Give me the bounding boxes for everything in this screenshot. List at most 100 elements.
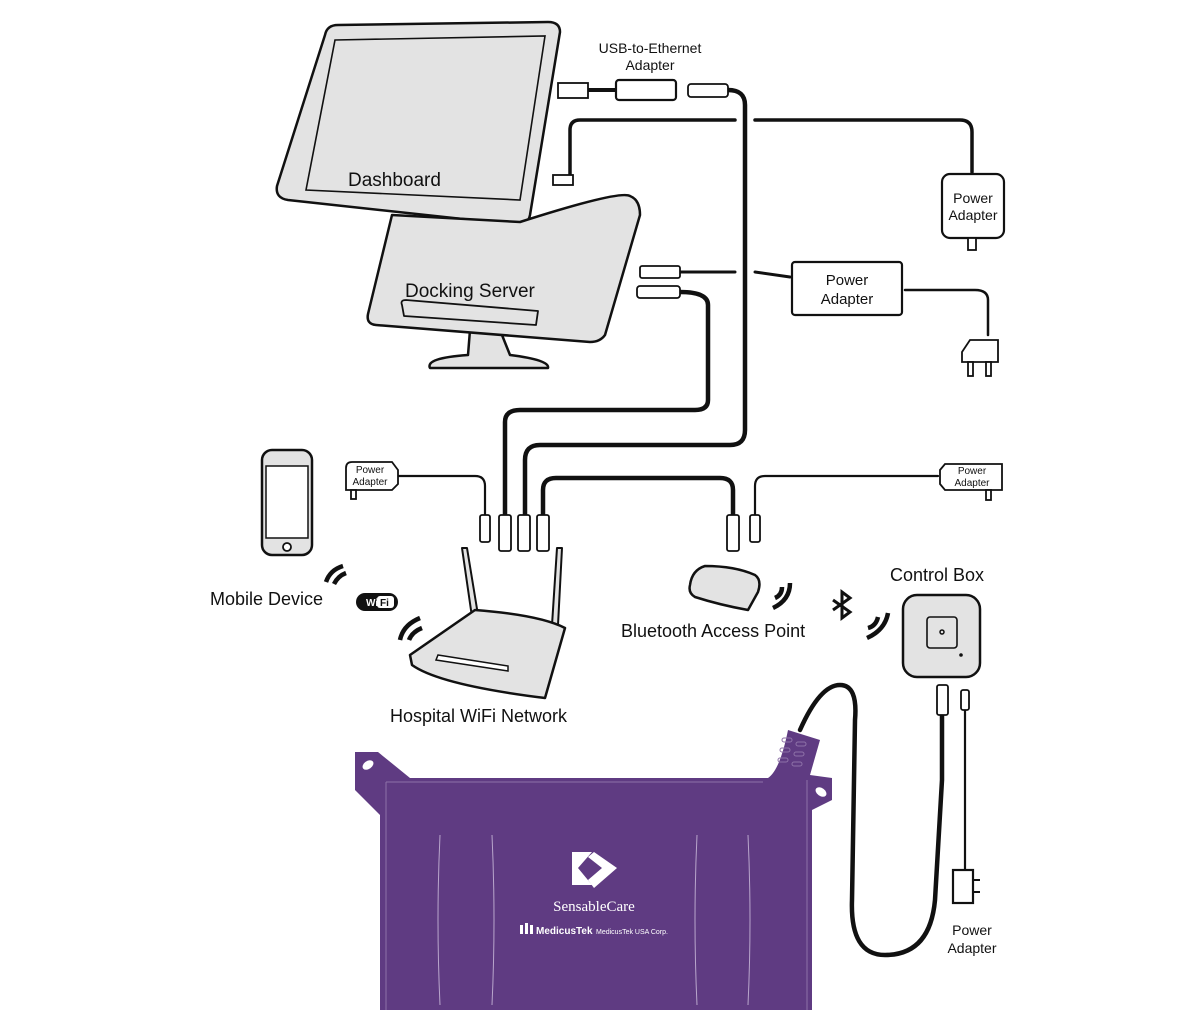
- router-rj45-plug-3-icon: [536, 514, 550, 552]
- docking-server-stand: [428, 328, 550, 370]
- router-front-lights: [434, 654, 509, 672]
- control-box-body: [901, 593, 982, 679]
- power-adapter-dashboard[interactable]: Power Adapter: [940, 172, 1006, 251]
- smartphone-screen: [265, 465, 309, 539]
- mobile-device[interactable]: Mobile Device: [210, 448, 323, 609]
- power-adapter-router[interactable]: Power Adapter: [345, 461, 399, 500]
- power-adapter-server-label-line1: Power: [826, 272, 869, 289]
- bluetooth-ap-label: Bluetooth Access Point: [621, 621, 805, 641]
- power-adapter-router-box: [345, 461, 399, 491]
- power-adapter-bluetooth-label-line2: Adapter: [954, 478, 990, 489]
- sensablecare-brand: SensableCare: [553, 899, 635, 915]
- bluetooth-icon: [832, 589, 853, 621]
- power-adapter-dashboard-label-line2: Adapter: [948, 207, 997, 223]
- control-box-power-plug-icon: [960, 689, 970, 711]
- cable-server-power: [678, 270, 792, 279]
- cable-sensor-to-control-box: [797, 682, 945, 958]
- cable-dashboard-power: [568, 118, 974, 177]
- bluetooth-ap-power-plug-icon: [749, 514, 761, 543]
- power-adapter-server-label-line2: Adapter: [821, 291, 874, 308]
- power-adapter-control-box-body: [951, 868, 975, 905]
- docking-server[interactable]: Docking Server: [366, 193, 642, 370]
- control-box-button: [926, 616, 958, 649]
- wifi-logo-icon: Wi Fi: [356, 593, 398, 611]
- power-adapter-bluetooth[interactable]: Power Adapter: [939, 463, 1003, 501]
- power-adapter-bluetooth-label-line1: Power: [958, 466, 987, 477]
- power-adapter-control-box-label-line1: Power: [952, 922, 992, 938]
- mount-hole-right: [815, 787, 827, 797]
- smartphone-home-button: [282, 542, 292, 552]
- router-rj45-plug-2-icon: [517, 514, 531, 552]
- router-power-plug-icon: [479, 514, 491, 543]
- usb-plug-icon: [557, 82, 589, 99]
- control-box-indicator: [939, 629, 945, 635]
- bluetooth-signal-left-icon: [771, 582, 793, 611]
- router-label: Hospital WiFi Network: [390, 706, 568, 726]
- dashboard-power-jack-icon: [552, 174, 574, 186]
- bluetooth-ap-rj45-plug-icon: [726, 514, 740, 552]
- router-rj45-plug-1-icon: [498, 514, 512, 552]
- power-adapter-control-box-label-line2: Adapter: [947, 940, 996, 956]
- mount-hole-left: [362, 760, 374, 770]
- dashboard-monitor-body: [275, 20, 562, 227]
- brand-name: Sensable: [553, 899, 607, 915]
- power-adapter-bluetooth-box: [939, 463, 1003, 491]
- usb-adapter-label-line1: USB-to-Ethernet: [599, 40, 702, 56]
- power-adapter-router-prong-icon: [350, 489, 357, 500]
- power-adapter-router-label-line1: Power: [356, 465, 385, 476]
- sensor-pad-border: [385, 780, 808, 1010]
- control-box-sensor-plug-icon: [936, 684, 949, 716]
- sensor-pad[interactable]: SensableCare MedicusTek MedicusTek USA C…: [355, 730, 832, 1010]
- router[interactable]: Hospital WiFi Network: [390, 547, 568, 726]
- router-antenna-right: [551, 547, 563, 626]
- router-connectors: [479, 514, 550, 552]
- docking-slot: [400, 299, 539, 326]
- server-dc-plug-icon: [639, 265, 681, 279]
- power-adapter-control-box[interactable]: Power Adapter: [947, 868, 997, 956]
- power-adapter-server[interactable]: Power Adapter: [636, 260, 999, 377]
- usb-adapter-box: [614, 78, 678, 102]
- maker-corp: MedicusTek USA Corp.: [596, 929, 668, 936]
- power-adapter-dashboard-prong-icon: [967, 237, 977, 251]
- control-box[interactable]: Control Box: [890, 565, 984, 716]
- cable-bluetooth-ap-power: [753, 474, 940, 517]
- sensor-pad-body: [355, 730, 832, 1010]
- wall-plug-icon: [961, 339, 999, 377]
- bluetooth-signal-right-icon: [866, 612, 891, 641]
- router-antenna-left: [461, 547, 479, 618]
- bluetooth-access-point[interactable]: Bluetooth Access Point: [621, 564, 805, 641]
- bluetooth-ap-connectors: [726, 514, 761, 552]
- cable-server-adapter-to-plug: [903, 288, 990, 337]
- usb-ethernet-adapter[interactable]: USB-to-Ethernet Adapter: [557, 40, 729, 102]
- dashboard-screen: [305, 35, 546, 201]
- power-adapter-server-box: [790, 260, 904, 317]
- sensablecare-logo-icon: [572, 852, 617, 888]
- power-adapter-dashboard-label-line1: Power: [953, 190, 993, 206]
- control-box-led: [959, 653, 963, 657]
- cables: [396, 87, 990, 958]
- medicustek-logo-icon: [520, 923, 533, 934]
- cable-router-power: [396, 474, 487, 517]
- server-rj45-plug-icon: [636, 285, 681, 299]
- usb-adapter-label-line2: Adapter: [625, 57, 674, 73]
- docking-server-label: Docking Server: [405, 281, 536, 302]
- dashboard-label: Dashboard: [348, 170, 441, 191]
- power-adapter-bluetooth-prong-icon: [985, 489, 992, 501]
- brand-suffix: Care: [607, 899, 636, 915]
- cable-server-to-router: [502, 289, 711, 518]
- sensor-pad-connector: [777, 737, 807, 767]
- sensor-pad-lines: [437, 834, 751, 1006]
- dashboard-monitor[interactable]: Dashboard: [275, 20, 562, 227]
- wifi-signal-icon: [323, 563, 347, 586]
- rj45-plug-icon: [687, 83, 729, 98]
- cable-usb-adapter-to-router: [522, 87, 748, 518]
- router-wifi-signal-icon: [397, 615, 423, 641]
- power-adapter-router-label-line2: Adapter: [352, 477, 388, 488]
- power-adapter-dashboard-box: [940, 172, 1006, 240]
- wifi-logo-text-right: Fi: [380, 598, 389, 609]
- router-body: [408, 608, 567, 700]
- wifi-logo-text-left: Wi: [366, 598, 378, 609]
- bluetooth-ap-body: [688, 564, 761, 612]
- cable-router-to-bluetooth-ap: [540, 475, 736, 518]
